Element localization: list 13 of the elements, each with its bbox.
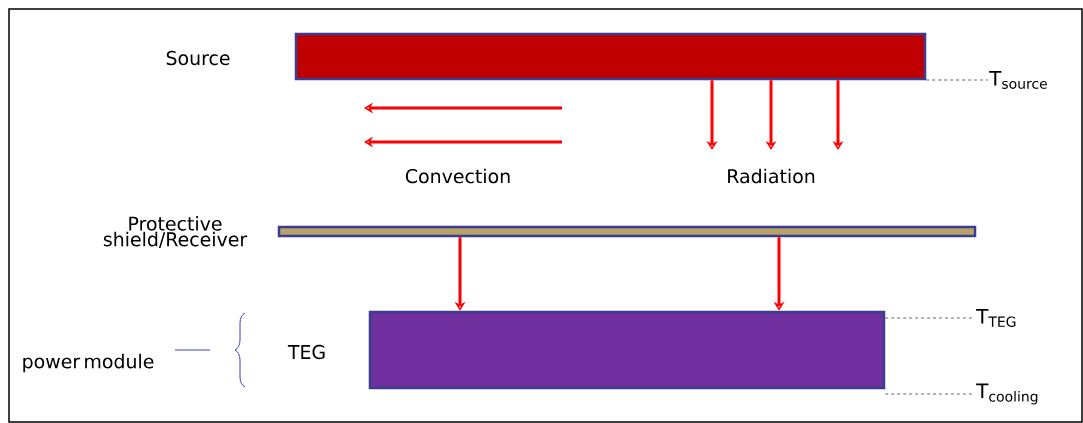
process-label: Radiation [728, 168, 815, 184]
temperature-label: T$_{TEG}$ [976, 309, 1016, 327]
temperature-label: T$_{cooling}$ [976, 383, 1038, 405]
leader-line [925, 79, 989, 81]
module-label: power module [23, 353, 154, 373]
node-label: Source [166, 50, 230, 66]
shield-bar: Protective shield/Receiver [103, 216, 977, 248]
node-label: Protective shield/Receiver [103, 216, 248, 248]
node-label: TEG [287, 344, 325, 360]
source-bar: Source [166, 32, 927, 81]
temperature-label: T$_{source}$ [989, 71, 1047, 89]
teg-block: TEG [287, 310, 886, 390]
process-label: Convection [405, 168, 510, 184]
